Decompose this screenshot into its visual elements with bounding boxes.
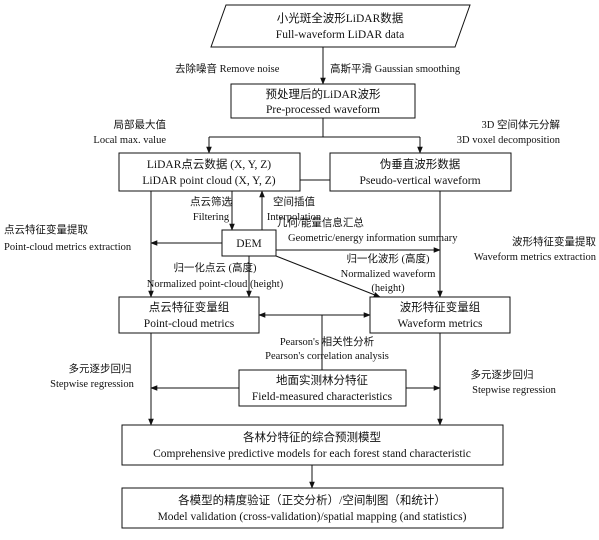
node-point-cloud: LiDAR点云数据 (X, Y, Z) LiDAR point cloud (X… bbox=[118, 152, 301, 192]
label-voxel-en: 3D voxel decomposition bbox=[457, 135, 561, 146]
preprocessed-box bbox=[230, 83, 416, 119]
label-filtering-en: Filtering bbox=[193, 212, 230, 223]
label-norm-wf-zh: 归一化波形 (高度) bbox=[346, 252, 430, 265]
point-cloud-box bbox=[118, 152, 301, 192]
label-norm-pc-en: Normalized point-cloud (height) bbox=[147, 279, 284, 290]
preprocessed-label-en: Pre-processed waveform bbox=[266, 104, 380, 116]
label-pearson-en: Pearson's correlation analysis bbox=[265, 351, 389, 362]
label-stepwise-right-zh: 多元逐步回归 bbox=[471, 368, 534, 381]
models-box bbox=[121, 424, 504, 466]
node-models: 各林分特征的综合预测模型 Comprehensive predictive mo… bbox=[121, 424, 504, 466]
pc-metrics-box bbox=[118, 296, 260, 334]
label-voxel-zh: 3D 空间体元分解 bbox=[482, 118, 561, 131]
node-validation: 各模型的精度验证（正交分析）/空间制图（和统计） Model validatio… bbox=[121, 487, 504, 529]
label-stepwise-left-zh: 多元逐步回归 bbox=[69, 362, 132, 375]
field-label-zh: 地面实测林分特征 bbox=[276, 373, 368, 387]
node-dem: DEM bbox=[221, 229, 277, 257]
preprocessed-label-zh: 预处理后的LiDAR波形 bbox=[266, 87, 381, 101]
wf-metrics-label-zh: 波形特征变量组 bbox=[400, 300, 481, 314]
label-geo-en: Geometric/energy information summary bbox=[288, 233, 458, 244]
validation-label-en: Model validation (cross-validation)/spat… bbox=[158, 511, 467, 523]
pseudo-label-en: Pseudo-vertical waveform bbox=[359, 175, 480, 187]
node-pc-metrics: 点云特征变量组 Point-cloud metrics bbox=[118, 296, 260, 334]
models-label-en: Comprehensive predictive models for each… bbox=[153, 448, 471, 460]
models-label-zh: 各林分特征的综合预测模型 bbox=[243, 430, 381, 444]
input-label-zh: 小光斑全波形LiDAR数据 bbox=[277, 11, 404, 25]
label-stepwise-left-en: Stepwise regression bbox=[50, 379, 134, 390]
label-wf-extract-en: Waveform metrics extraction bbox=[474, 252, 597, 263]
input-parallelogram bbox=[210, 4, 471, 48]
node-input: 小光斑全波形LiDAR数据 Full-waveform LiDAR data bbox=[210, 4, 471, 48]
validation-label-zh: 各模型的精度验证（正交分析）/空间制图（和统计） bbox=[178, 493, 446, 507]
label-pc-extract-en: Point-cloud metrics extraction bbox=[4, 242, 132, 253]
input-label-en: Full-waveform LiDAR data bbox=[276, 29, 404, 41]
label-norm-pc-zh: 归一化点云 (高度) bbox=[173, 261, 257, 274]
validation-box bbox=[121, 487, 504, 529]
pseudo-label-zh: 伪垂直波形数据 bbox=[380, 157, 461, 171]
pseudo-box bbox=[329, 152, 512, 192]
pc-metrics-label-en: Point-cloud metrics bbox=[144, 318, 235, 330]
label-stepwise-right-en: Stepwise regression bbox=[472, 385, 556, 396]
label-norm-wf-en2: (height) bbox=[371, 283, 405, 294]
point-cloud-label-zh: LiDAR点云数据 (X, Y, Z) bbox=[147, 157, 271, 171]
node-preprocessed: 预处理后的LiDAR波形 Pre-processed waveform bbox=[230, 83, 416, 119]
label-interp-en: Interpolation bbox=[267, 212, 322, 223]
pc-metrics-label-zh: 点云特征变量组 bbox=[149, 300, 230, 314]
label-local-max-en: Local max. value bbox=[93, 135, 166, 146]
node-wf-metrics: 波形特征变量组 Waveform metrics bbox=[369, 296, 511, 334]
point-cloud-label-en: LiDAR point cloud (X, Y, Z) bbox=[142, 175, 275, 187]
node-pseudo: 伪垂直波形数据 Pseudo-vertical waveform bbox=[329, 152, 512, 192]
wf-metrics-box bbox=[369, 296, 511, 334]
connectors bbox=[148, 47, 443, 489]
label-pc-extract-zh: 点云特征变量提取 bbox=[4, 223, 88, 236]
field-label-en: Field-measured characteristics bbox=[252, 391, 393, 403]
field-box bbox=[238, 369, 407, 407]
label-remove-noise: 去除噪音 Remove noise bbox=[175, 62, 280, 75]
edge-labels: 去除噪音 Remove noise 高斯平滑 Gaussian smoothin… bbox=[4, 62, 597, 396]
label-gaussian: 高斯平滑 Gaussian smoothing bbox=[330, 62, 461, 75]
label-interp-zh: 空间插值 bbox=[273, 195, 315, 208]
label-pearson-zh: Pearson's 相关性分析 bbox=[280, 335, 375, 348]
arrow-dem-to-wf-metrics bbox=[275, 255, 381, 298]
label-norm-wf-en1: Normalized waveform bbox=[341, 269, 436, 280]
wf-metrics-label-en: Waveform metrics bbox=[398, 318, 483, 330]
label-geo-zh: 几何/能量信息汇总 bbox=[277, 216, 364, 229]
label-wf-extract-zh: 波形特征变量提取 bbox=[512, 235, 596, 248]
node-field: 地面实测林分特征 Field-measured characteristics bbox=[238, 369, 407, 407]
dem-box bbox=[221, 229, 277, 257]
label-local-max-zh: 局部最大值 bbox=[114, 118, 167, 131]
dem-label: DEM bbox=[236, 238, 262, 250]
label-filtering-zh: 点云筛选 bbox=[190, 195, 232, 208]
